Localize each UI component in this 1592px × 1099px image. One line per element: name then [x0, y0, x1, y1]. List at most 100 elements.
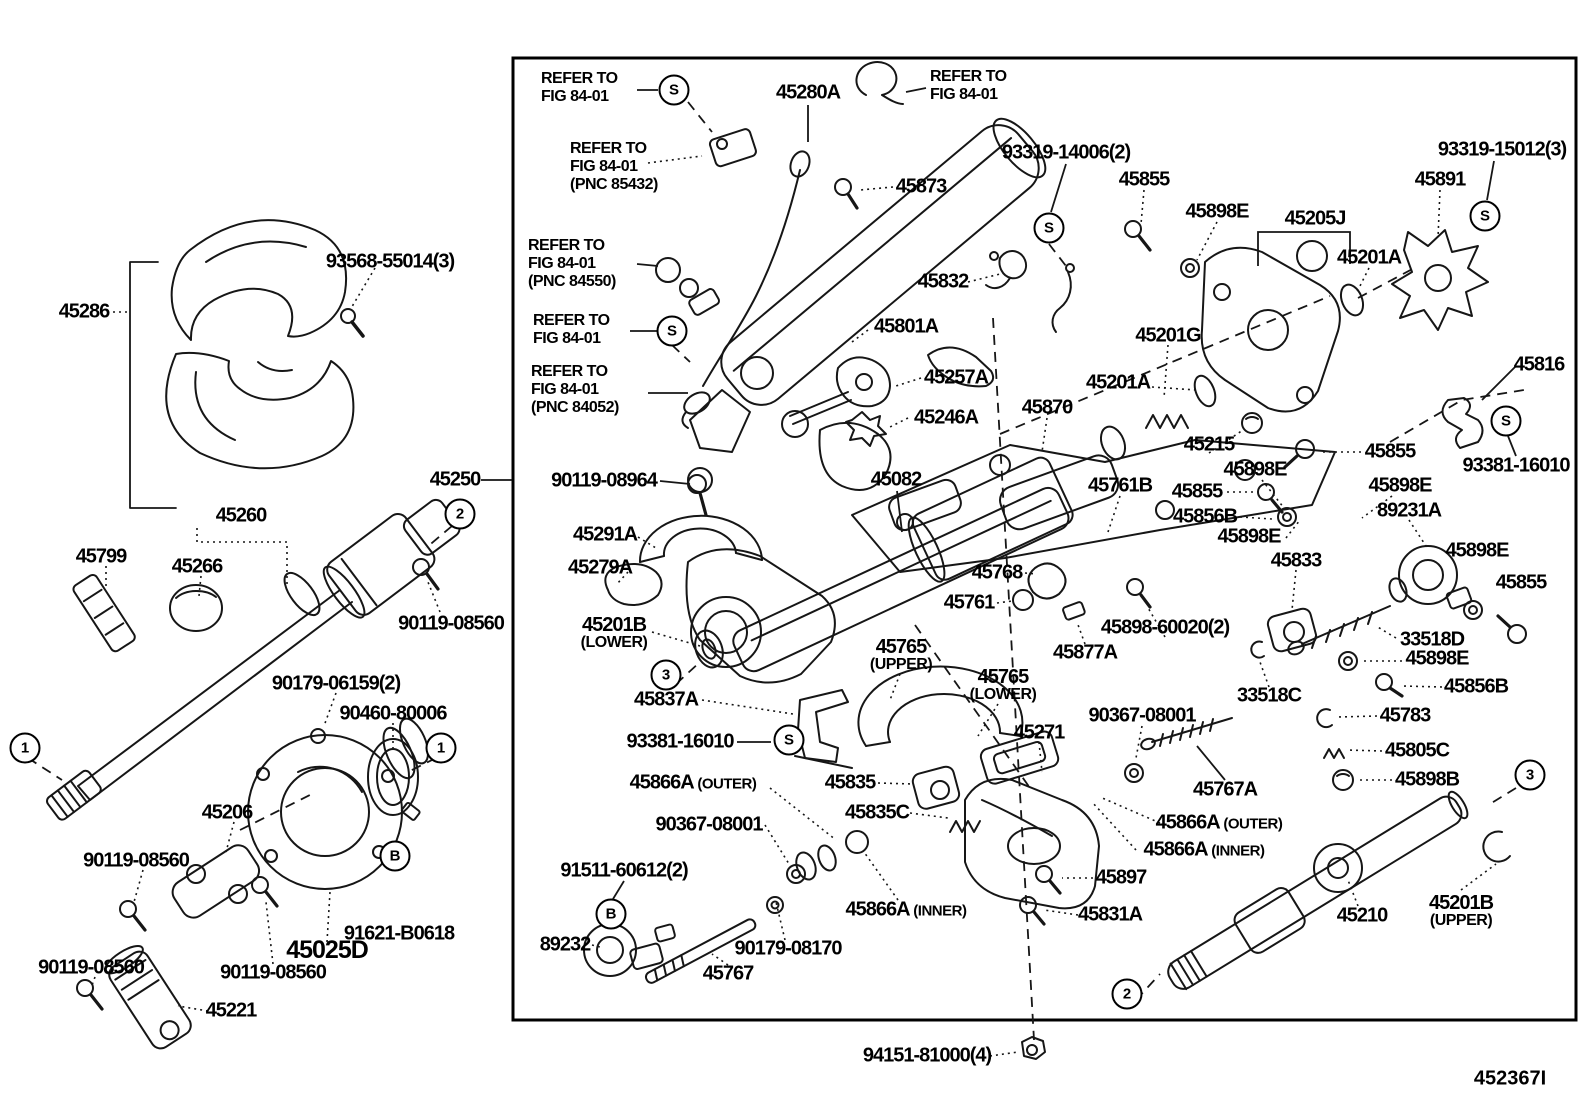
part-label-45832: 45832: [917, 270, 970, 293]
part-label-45833: 45833: [1270, 549, 1323, 572]
part-label-45206: 45206: [201, 801, 254, 824]
part-label-45250: 45250: [429, 468, 482, 491]
part-label-45291a: 45291A: [572, 523, 638, 546]
part-label-45898e: 45898E: [1368, 474, 1433, 497]
part-label-93381-16010: 93381-16010: [626, 730, 735, 753]
part-label-45215: 45215: [1183, 433, 1236, 456]
part-label-91511-60612-2: 91511-60612(2): [560, 859, 688, 882]
part-label-45201a: 45201A: [1085, 371, 1151, 394]
callout-b-6: B: [379, 840, 411, 872]
part-label-45835: 45835: [824, 771, 877, 794]
part-label-45855: 45855: [1495, 571, 1548, 594]
part-label-89231a: 89231A: [1376, 499, 1442, 522]
part-label-45210: 45210: [1336, 904, 1389, 927]
part-label-45898e: 45898E: [1223, 458, 1288, 481]
part-label-45891: 45891: [1414, 168, 1467, 191]
part-label-45761: 45761: [943, 591, 996, 614]
callout-3-13: 3: [1514, 759, 1546, 791]
part-label-45855: 45855: [1171, 480, 1224, 503]
part-label-45835c: 45835C: [844, 801, 910, 824]
part-label-90367-08001: 90367-08001: [655, 813, 764, 836]
part-label-45877a: 45877A: [1052, 641, 1118, 664]
part-label-45271: 45271: [1013, 721, 1066, 744]
part-label-45286: 45286: [58, 300, 111, 323]
part-label-90119-08560: 90119-08560: [398, 612, 505, 635]
part-label-90179-08170: 90179-08170: [734, 937, 843, 960]
part-label-45855: 45855: [1118, 168, 1171, 191]
part-label-93381-16010: 93381-16010: [1462, 454, 1571, 477]
part-label-45898-60020-2: 45898-60020(2): [1100, 616, 1230, 639]
part-label-90119-08560: 90119-08560: [220, 961, 327, 984]
diagram-border-box: [511, 56, 1578, 1022]
part-label-45205j: 45205J: [1284, 207, 1347, 230]
part-label-33518d: 33518D: [1399, 628, 1465, 651]
callout-s-2: S: [1469, 200, 1501, 232]
part-label-90119-08560: 90119-08560: [38, 956, 145, 979]
part-label-45767a: 45767A: [1192, 778, 1258, 801]
part-label-90179-06159-2: 90179-06159(2): [271, 672, 401, 695]
part-label-45765-upper: 45765(UPPER): [869, 635, 933, 673]
part-label-94151-81000-4: 94151-81000(4): [862, 1044, 992, 1067]
part-label-90460-80006: 90460-80006: [339, 702, 448, 725]
part-label-45783: 45783: [1379, 704, 1432, 727]
part-label-93568-55014-3: 93568-55014(3): [325, 250, 455, 273]
part-label-45898e: 45898E: [1185, 200, 1250, 223]
part-label-89232: 89232: [539, 933, 592, 956]
part-label-45866a-outer: 45866A (OUTER): [629, 771, 757, 794]
part-label-45898b: 45898B: [1394, 768, 1460, 791]
callout-s-4: S: [773, 724, 805, 756]
part-label-93319-14006-2: 93319-14006(2): [1001, 141, 1131, 164]
part-label-45897: 45897: [1095, 866, 1148, 889]
part-label-90119-08964: 90119-08964: [551, 469, 658, 492]
callout-b-7: B: [595, 898, 627, 930]
part-label-45799: 45799: [75, 545, 128, 568]
part-label-45201b-upper: 45201B(UPPER): [1428, 891, 1494, 929]
part-label-45866a-inner: 45866A (INNER): [1143, 838, 1265, 861]
part-label-45837a: 45837A: [633, 688, 699, 711]
part-label-45856b: 45856B: [1443, 675, 1509, 698]
part-label-45761b: 45761B: [1087, 474, 1153, 497]
part-label-90367-08001: 90367-08001: [1088, 704, 1197, 727]
part-label-45266: 45266: [171, 555, 224, 578]
part-label-45246a: 45246A: [913, 406, 979, 429]
part-label-45873: 45873: [895, 175, 948, 198]
part-label-33518c: 33518C: [1236, 684, 1302, 707]
part-label-45816: 45816: [1513, 353, 1566, 376]
part-label-45898e: 45898E: [1445, 539, 1510, 562]
part-label-45221: 45221: [205, 999, 258, 1022]
part-label-45898e: 45898E: [1405, 647, 1470, 670]
figure-id-452367i: 452367I: [1473, 1067, 1547, 1090]
part-label-45279a: 45279A: [567, 556, 633, 579]
part-label-45768: 45768: [971, 561, 1024, 584]
part-label-45257a: 45257A: [923, 366, 989, 389]
part-label-45866a-inner: 45866A (INNER): [845, 898, 967, 921]
part-label-45870: 45870: [1021, 396, 1074, 419]
part-label-93319-15012-3: 93319-15012(3): [1437, 138, 1567, 161]
callout-s-1: S: [1033, 212, 1065, 244]
part-label-45765-lower: 45765(LOWER): [969, 665, 1037, 703]
part-label-45025d: 45025D: [286, 936, 369, 965]
callout-1-8: 1: [9, 732, 41, 764]
lower-cover-shape: [165, 351, 355, 470]
part-label-45201g: 45201G: [1135, 324, 1201, 347]
part-label-45201b-lower: 45201B(LOWER): [580, 613, 648, 651]
part-label-45866a-outer: 45866A (OUTER): [1155, 811, 1283, 834]
part-label-45767: 45767: [702, 962, 755, 985]
callout-s-3: S: [656, 315, 688, 347]
part-label-45082: 45082: [870, 468, 923, 491]
part-label-91621-b0618: 91621-B0618: [343, 922, 455, 945]
part-label-45898e: 45898E: [1217, 525, 1282, 548]
callout-1-9: 1: [425, 732, 457, 764]
callout-s-5: S: [1490, 405, 1522, 437]
part-label-45805c: 45805C: [1384, 739, 1450, 762]
callout-s-0: S: [658, 74, 690, 106]
part-label-45856b: 45856B: [1172, 505, 1238, 528]
part-label-45280a: 45280A: [775, 81, 841, 104]
